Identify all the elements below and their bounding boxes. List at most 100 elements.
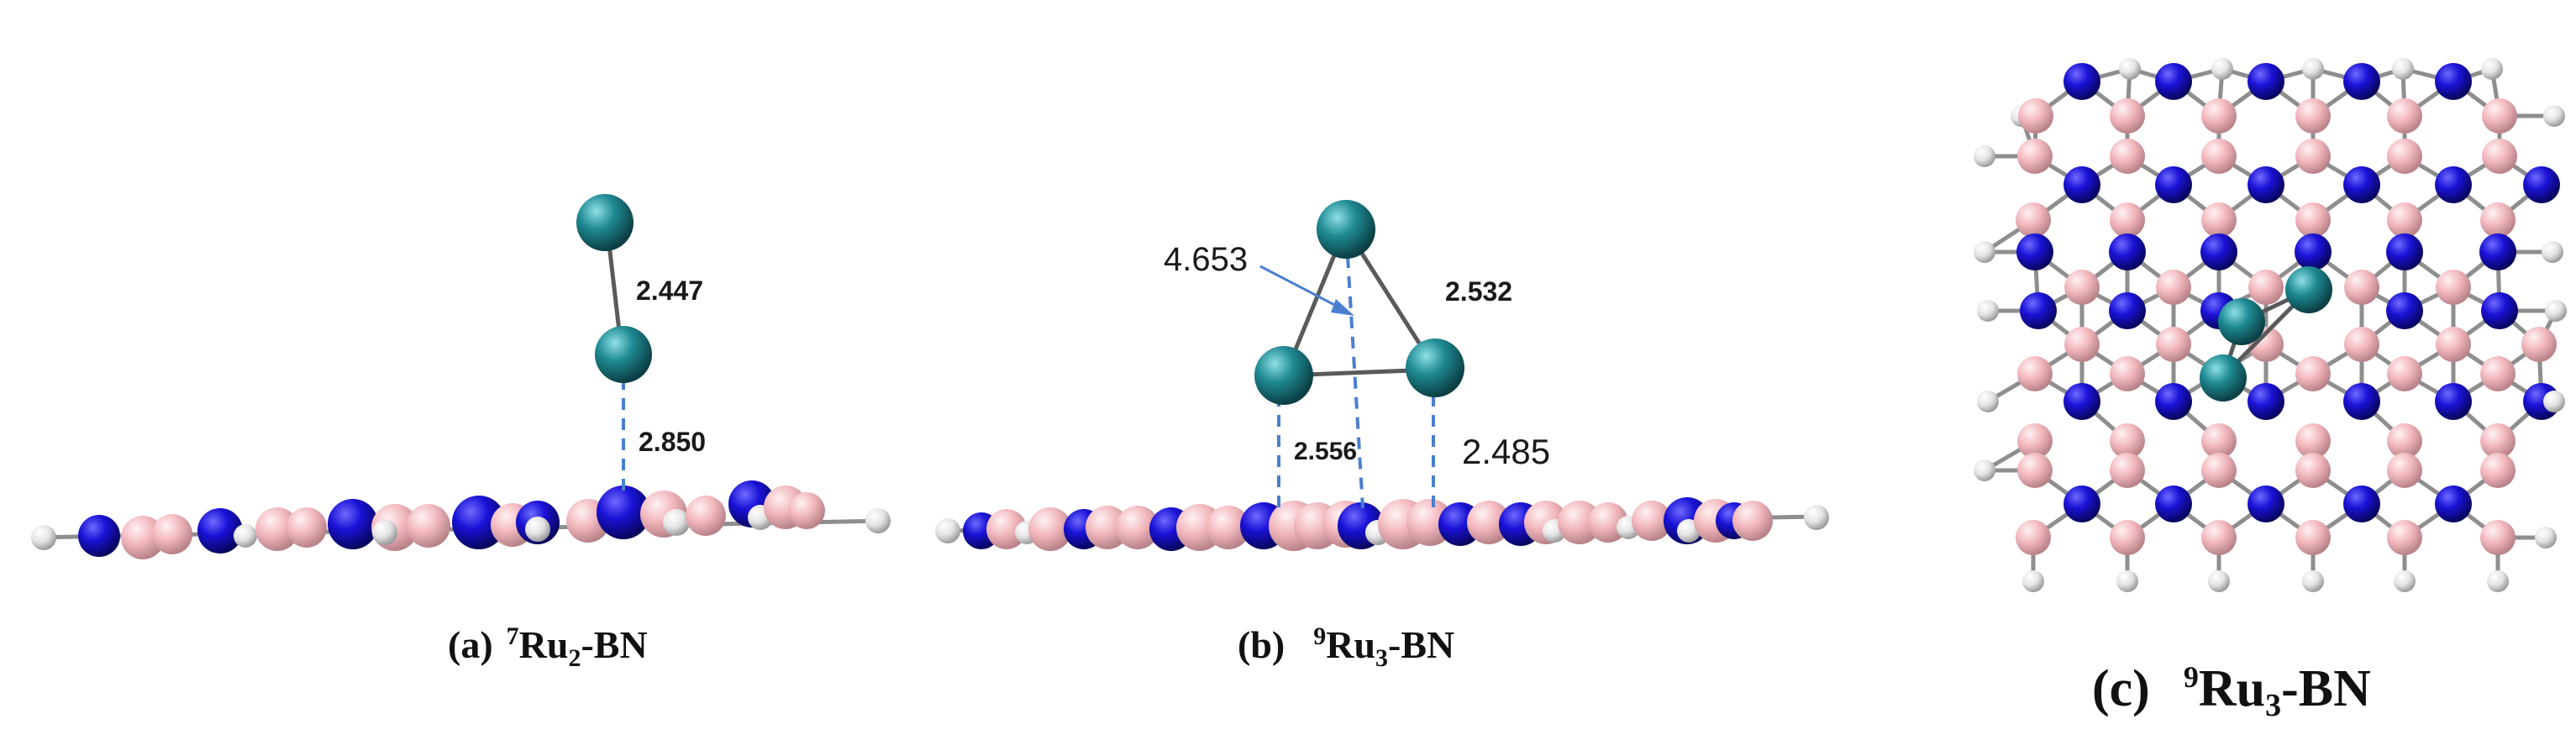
boron-atom bbox=[2016, 520, 2051, 555]
ru-atom bbox=[2218, 298, 2265, 345]
boron-atom bbox=[2017, 453, 2053, 488]
hydrogen-atom bbox=[525, 517, 550, 542]
boron-atom bbox=[2344, 270, 2379, 305]
nitrogen-atom bbox=[2247, 485, 2284, 522]
boron-atom bbox=[2016, 202, 2051, 238]
ru-surface-left-distance-label: 2.556 bbox=[1294, 438, 1357, 465]
distance-arrowhead bbox=[1331, 299, 1354, 316]
boron-atom bbox=[2110, 520, 2145, 555]
hydrogen-atom bbox=[2392, 58, 2414, 80]
hydrogen-atom bbox=[1974, 145, 1995, 167]
ru-atom-right bbox=[1406, 339, 1464, 397]
boron-atom bbox=[2521, 327, 2557, 362]
hydrogen-atom bbox=[2302, 58, 2324, 80]
nitrogen-atom bbox=[2155, 63, 2192, 100]
boron-atom bbox=[2295, 356, 2331, 391]
boron-atom bbox=[2017, 139, 2053, 174]
nitrogen-atom bbox=[2343, 63, 2380, 100]
nitrogen-atom bbox=[2435, 63, 2472, 100]
boron-atom bbox=[2387, 453, 2422, 488]
boron-atom bbox=[1732, 501, 1773, 541]
boron-atom bbox=[2110, 202, 2145, 238]
boron-atom bbox=[2436, 327, 2471, 362]
boron-atom bbox=[287, 507, 327, 548]
nitrogen-atom bbox=[2063, 485, 2100, 522]
hydrogen-atom bbox=[2543, 391, 2565, 412]
hydrogen-atom bbox=[2394, 570, 2416, 592]
panel-b-caption: (b)9Ru3-BN bbox=[1238, 622, 1454, 672]
boron-atom bbox=[2295, 202, 2331, 238]
boron-atom bbox=[407, 504, 450, 548]
ru3-cluster bbox=[2200, 266, 2332, 401]
bn-lattice-top-view bbox=[1974, 58, 2567, 592]
nitrogen-atom bbox=[2063, 166, 2100, 203]
boron-atom bbox=[2295, 453, 2331, 488]
top-ru-surface-distance-label: 4.653 bbox=[1164, 241, 1248, 278]
top-ru-surface-guide bbox=[1346, 255, 1364, 509]
nitrogen-atom bbox=[452, 496, 506, 549]
nitrogen-atom bbox=[2109, 234, 2146, 270]
hydrogen-atom bbox=[1977, 391, 1999, 412]
hydrogen-atom bbox=[2119, 58, 2141, 80]
ru-surface-right-distance-label: 2.485 bbox=[1462, 432, 1550, 471]
boron-atom bbox=[2480, 423, 2516, 459]
boron-atom bbox=[2201, 139, 2237, 174]
boron-atom bbox=[2064, 327, 2100, 362]
boron-atom bbox=[2110, 139, 2145, 174]
hydrogen-atom bbox=[2543, 105, 2565, 127]
boron-atom bbox=[2344, 327, 2379, 362]
panel-b-ru3-bn-side-view: 4.653 2.532 2.556 2.485 (b)9Ru3-BN bbox=[935, 200, 1829, 672]
boron-atom bbox=[1207, 506, 1250, 549]
boron-atom bbox=[255, 507, 299, 551]
ru-atom bbox=[2285, 266, 2332, 313]
boron-atom bbox=[1116, 506, 1159, 549]
nitrogen-atom bbox=[328, 499, 378, 549]
nitrogen-atom bbox=[2155, 383, 2192, 420]
boron-atom bbox=[2295, 98, 2331, 134]
boron-atom bbox=[788, 492, 825, 529]
boron-atom bbox=[2480, 453, 2516, 488]
hydrogen-atom bbox=[2208, 570, 2230, 592]
boron-atom bbox=[2480, 520, 2516, 555]
boron-atom bbox=[1086, 506, 1129, 549]
boron-atom bbox=[2295, 520, 2331, 555]
ru-atom-bottom bbox=[595, 326, 652, 383]
hydrogen-atom bbox=[2211, 58, 2233, 80]
boron-atom bbox=[686, 496, 726, 536]
nitrogen-atom bbox=[2247, 166, 2284, 203]
hydrogen-atom bbox=[1804, 505, 1829, 530]
boron-atom bbox=[2201, 98, 2237, 134]
ru-ru-distance-label: 2.532 bbox=[1445, 276, 1512, 307]
boron-atom bbox=[2387, 139, 2422, 174]
boron-atom bbox=[152, 514, 192, 554]
hydrogen-atom bbox=[2022, 570, 2044, 592]
nitrogen-atom bbox=[2523, 166, 2560, 203]
boron-atom bbox=[986, 509, 1027, 549]
boron-atom bbox=[2110, 423, 2145, 459]
bn-sheet-side-view bbox=[31, 480, 891, 559]
nitrogen-atom bbox=[2063, 383, 2100, 420]
nitrogen-atom bbox=[2016, 234, 2053, 270]
nitrogen-atom bbox=[2435, 383, 2472, 420]
nitrogen-atom bbox=[2155, 485, 2192, 522]
boron-atom bbox=[2201, 453, 2237, 488]
hydrogen-atom bbox=[935, 518, 960, 543]
ru-atom-left bbox=[1254, 346, 1313, 405]
distance-arrow bbox=[1259, 265, 1343, 311]
boron-atom bbox=[2387, 356, 2422, 391]
hydrogen-atom bbox=[865, 508, 891, 533]
ru-ru-distance-label: 2.447 bbox=[636, 276, 703, 306]
boron-atom bbox=[2387, 98, 2422, 134]
nitrogen-atom bbox=[2109, 292, 2146, 329]
hydrogen-atom bbox=[1974, 459, 1995, 481]
boron-atom bbox=[2018, 98, 2053, 134]
hydrogen-atom bbox=[2545, 300, 2567, 322]
ru-surface-distance-label: 2.850 bbox=[639, 427, 706, 457]
hydrogen-atom bbox=[2116, 570, 2138, 592]
boron-atom bbox=[1028, 507, 1072, 551]
nitrogen-atom bbox=[2343, 485, 2380, 522]
ru-atom-top bbox=[1317, 200, 1375, 259]
boron-atom bbox=[2156, 270, 2191, 305]
boron-atom bbox=[2295, 139, 2331, 174]
hydrogen-atom bbox=[2542, 241, 2563, 263]
